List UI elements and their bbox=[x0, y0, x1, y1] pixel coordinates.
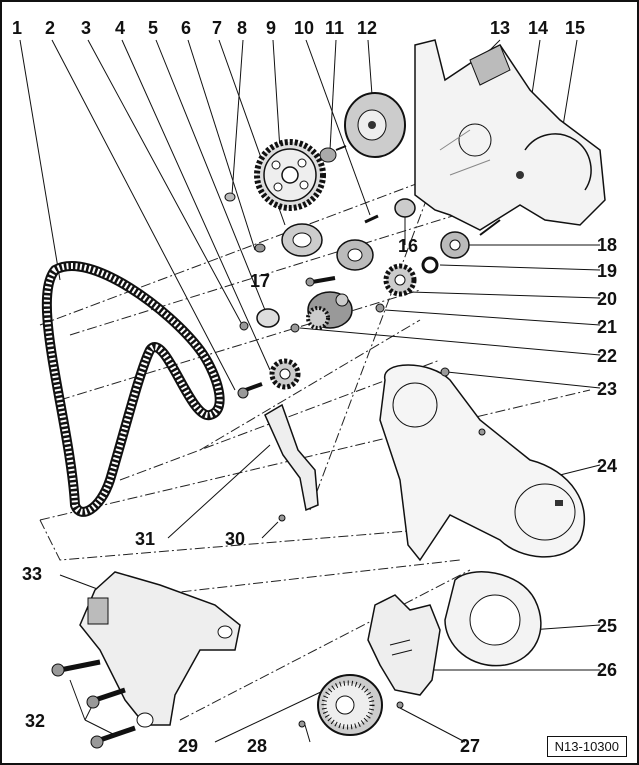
lower-rear-cover bbox=[444, 571, 542, 667]
callout-10: 10 bbox=[294, 18, 314, 38]
callout-26: 26 bbox=[597, 660, 617, 680]
callout-27: 27 bbox=[460, 736, 480, 756]
upper-front-cover bbox=[379, 364, 586, 562]
callout-19: 19 bbox=[597, 261, 617, 281]
callout-3: 3 bbox=[81, 18, 91, 38]
idler-pulley-small bbox=[239, 308, 280, 331]
callout-31: 31 bbox=[135, 529, 155, 549]
callout-6: 6 bbox=[181, 18, 191, 38]
callout-25: 25 bbox=[597, 616, 617, 636]
washer bbox=[319, 145, 347, 163]
timing-belt-guard-small bbox=[264, 403, 319, 522]
guide-bush bbox=[394, 198, 416, 218]
callout-24: 24 bbox=[597, 456, 617, 476]
callout-33: 33 bbox=[22, 564, 42, 584]
callout-8: 8 bbox=[237, 18, 247, 38]
rear-timing-cover bbox=[414, 39, 606, 236]
mount-bolts bbox=[51, 659, 136, 749]
tensioner-pulley bbox=[344, 92, 406, 158]
callout-7: 7 bbox=[212, 18, 222, 38]
drive-sprocket-small bbox=[269, 358, 301, 390]
callout-2: 2 bbox=[45, 18, 55, 38]
toothed-belt bbox=[41, 261, 225, 517]
callout-9: 9 bbox=[266, 18, 276, 38]
callout-29: 29 bbox=[178, 736, 198, 756]
callout-20: 20 bbox=[597, 289, 617, 309]
bolt-2 bbox=[237, 382, 263, 399]
callout-28: 28 bbox=[247, 736, 267, 756]
bolt-17 bbox=[305, 276, 336, 287]
callout-23: 23 bbox=[597, 379, 617, 399]
idler-roller bbox=[336, 214, 379, 271]
lower-front-cover bbox=[367, 594, 441, 709]
engine-mount-bracket bbox=[79, 571, 241, 728]
crankshaft-sprocket bbox=[383, 263, 417, 297]
callout-32: 32 bbox=[25, 711, 45, 731]
callout-1: 1 bbox=[12, 18, 22, 38]
bolt-21 bbox=[375, 303, 385, 313]
vibration-damper bbox=[298, 674, 383, 736]
callout-18: 18 bbox=[597, 235, 617, 255]
water-pump bbox=[290, 291, 353, 333]
sprocket-bolt bbox=[224, 192, 236, 202]
figure-reference: N13-10300 bbox=[546, 736, 627, 757]
callout-14: 14 bbox=[528, 18, 548, 38]
callout-4: 4 bbox=[115, 18, 125, 38]
callout-5: 5 bbox=[148, 18, 158, 38]
callout-12: 12 bbox=[357, 18, 377, 38]
hub bbox=[254, 223, 323, 257]
crankshaft-hub bbox=[440, 231, 470, 259]
callout-15: 15 bbox=[565, 18, 585, 38]
callout-17: 17 bbox=[250, 271, 270, 291]
callout-30: 30 bbox=[225, 529, 245, 549]
callout-labels: 1 2 3 4 5 6 7 8 9 10 11 12 13 14 15 16 1… bbox=[12, 18, 617, 756]
callout-22: 22 bbox=[597, 346, 617, 366]
callout-13: 13 bbox=[490, 18, 510, 38]
callout-21: 21 bbox=[597, 317, 617, 337]
callout-16: 16 bbox=[398, 236, 418, 256]
callout-11: 11 bbox=[325, 18, 344, 38]
camshaft-sprocket bbox=[254, 139, 326, 211]
oil-seal bbox=[421, 256, 439, 274]
